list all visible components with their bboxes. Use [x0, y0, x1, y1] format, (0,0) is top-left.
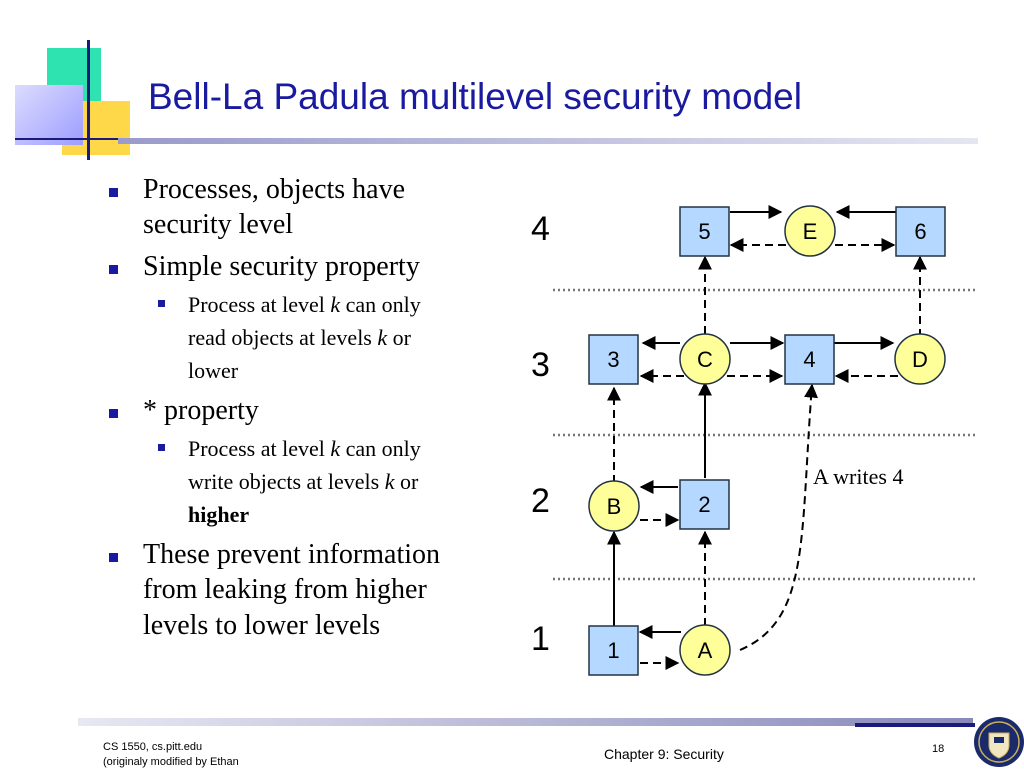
svg-text:C: C	[697, 347, 713, 372]
bullet-item: Processes, objects have security level	[108, 172, 528, 243]
process-node-a	[679, 624, 731, 676]
bullet-item: Simple security property	[108, 249, 528, 284]
level-label-1: 1	[531, 620, 550, 658]
decor-vertical-line	[87, 40, 90, 160]
object-node-6	[895, 206, 946, 257]
level-label-2: 2	[531, 482, 550, 520]
footer-rule	[78, 718, 973, 726]
svg-text:E: E	[803, 219, 818, 244]
page-number: 18	[932, 743, 945, 755]
svg-text:B: B	[607, 494, 622, 519]
object-node-2	[679, 479, 730, 530]
svg-text:2: 2	[698, 492, 710, 517]
bullet-list: Processes, objects have security level S…	[108, 172, 528, 649]
footer-credit: CS 1550, cs.pitt.edu (originaly modified…	[103, 741, 239, 768]
sub-bullet-item: Process at level k can only write object…	[108, 432, 528, 531]
level-label-4: 4	[531, 210, 550, 248]
footer-accent-bar	[855, 723, 975, 727]
svg-text:D: D	[912, 347, 928, 372]
svg-text:6: 6	[914, 219, 926, 244]
svg-text:4: 4	[803, 347, 815, 372]
bullet-item: * property	[108, 393, 528, 428]
title-underline	[118, 138, 978, 144]
svg-text:A: A	[698, 638, 713, 663]
process-node-e	[784, 205, 836, 257]
level-label-3: 3	[531, 346, 550, 384]
university-seal-icon	[974, 717, 1024, 767]
svg-text:5: 5	[698, 219, 710, 244]
decor-blue-square	[15, 85, 83, 145]
object-node-5	[679, 206, 730, 257]
a-writes-4-arrow	[739, 383, 819, 651]
object-node-1	[588, 625, 639, 676]
sub-bullet-item: Process at level k can only read objects…	[108, 288, 528, 387]
process-node-b	[588, 480, 640, 532]
decor-horizontal-line	[15, 138, 215, 140]
footer-chapter: Chapter 9: Security	[604, 746, 724, 762]
diagram-annotation: A writes 4	[813, 464, 903, 489]
bullet-item: These prevent information from leaking f…	[108, 537, 528, 643]
slide-title: Bell-La Padula multilevel security model	[148, 76, 802, 117]
object-node-3	[588, 334, 639, 385]
process-node-c	[679, 333, 731, 385]
object-node-4	[784, 334, 835, 385]
process-node-d	[894, 333, 946, 385]
svg-text:1: 1	[607, 638, 619, 663]
svg-text:3: 3	[607, 347, 619, 372]
